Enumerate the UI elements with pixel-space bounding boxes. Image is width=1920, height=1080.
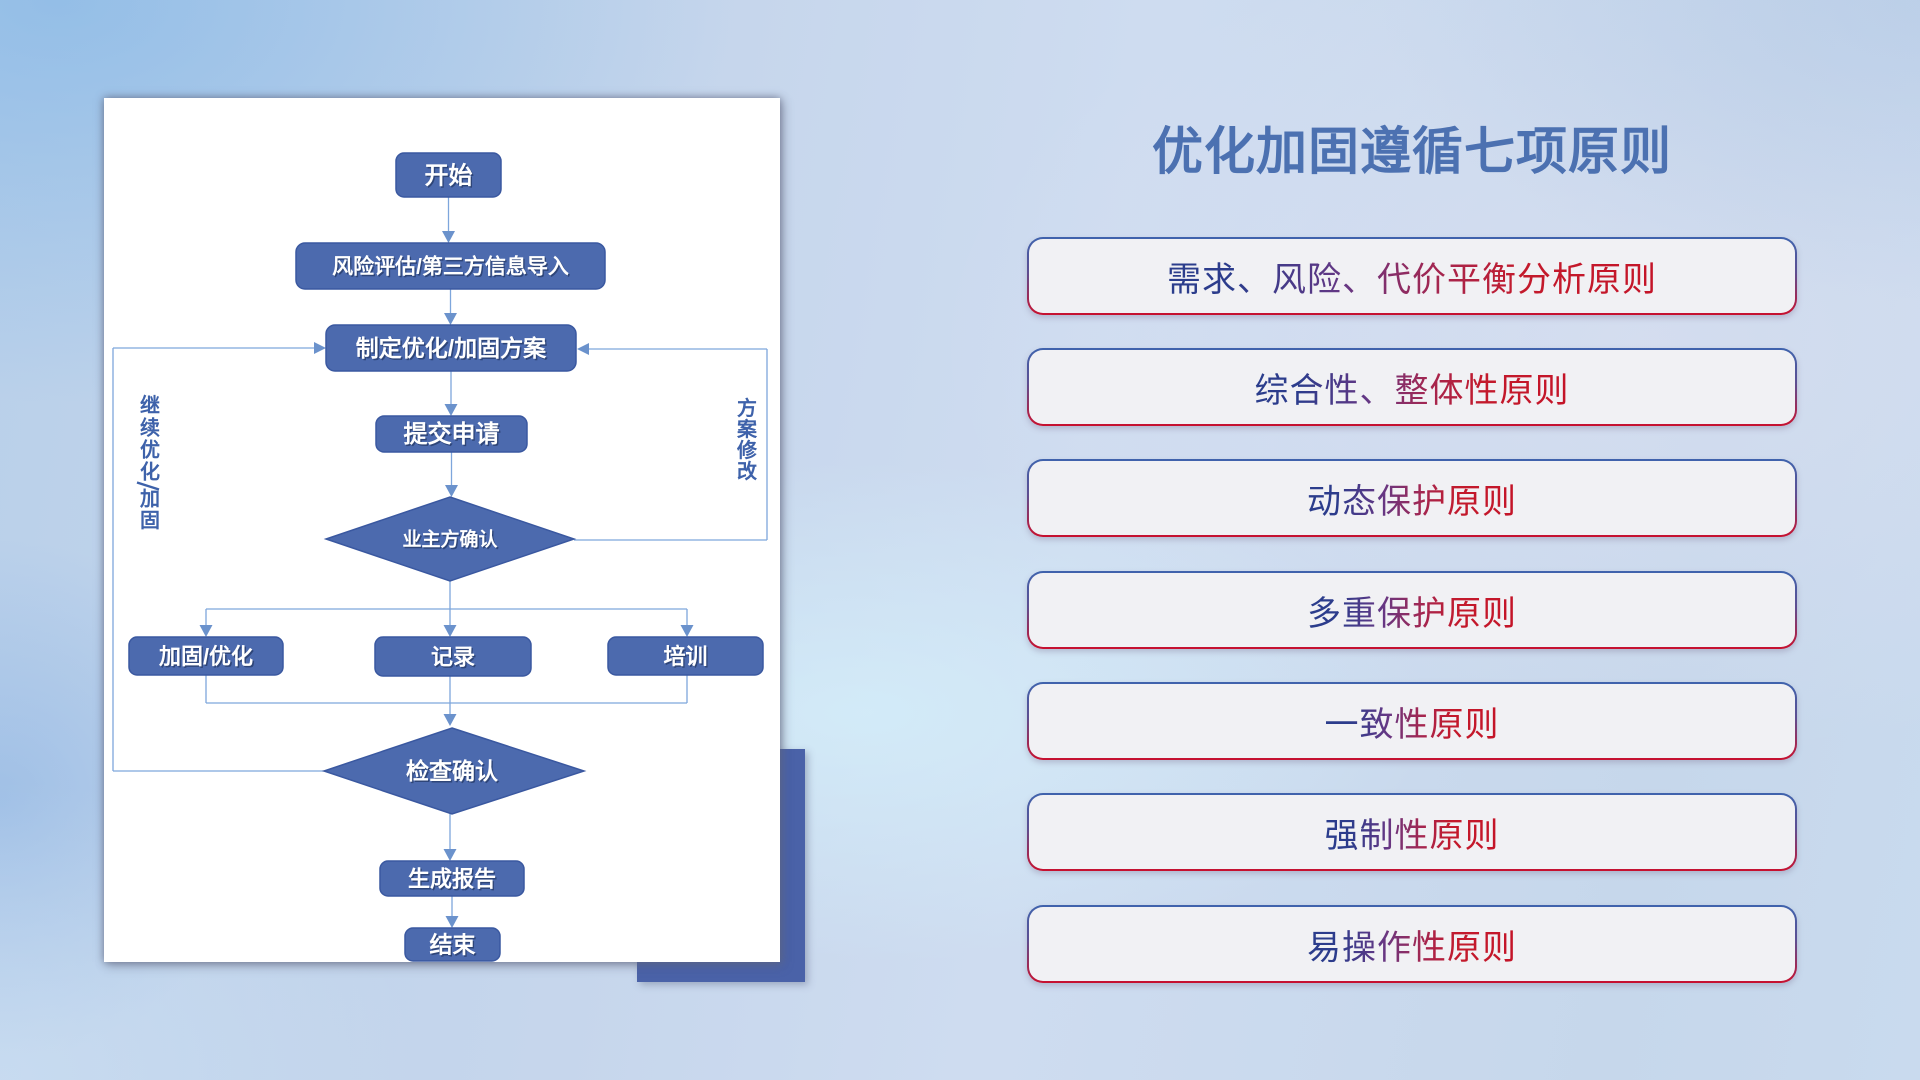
svg-text:加固/优化: 加固/优化 [158, 644, 253, 669]
svg-text:优: 优 [140, 438, 160, 462]
svg-text:业主方确认: 业主方确认 [404, 529, 499, 552]
svg-text:制定优化/加固方案: 制定优化/加固方案 [357, 337, 548, 363]
svg-text:生成报告: 生成报告 [408, 867, 496, 892]
svg-text:继: 继 [140, 393, 160, 417]
svg-text:固: 固 [140, 510, 160, 532]
svg-text:检查确认: 检查确认 [406, 758, 498, 784]
svg-text:业主方确认: 业主方确认 [402, 528, 497, 551]
svg-text:开始: 开始 [426, 164, 474, 191]
svg-text:培训: 培训 [663, 644, 707, 669]
svg-text:化: 化 [140, 460, 160, 484]
svg-text:风险评估/第三方信息导入: 风险评估/第三方信息导入 [332, 255, 569, 279]
svg-text:修: 修 [736, 438, 758, 462]
svg-text:检查确认: 检查确认 [407, 760, 499, 786]
svg-text:结束: 结束 [431, 933, 478, 959]
svg-text:方: 方 [737, 396, 757, 420]
svg-text:风险评估/第三方信息导入: 风险评估/第三方信息导入 [333, 256, 570, 280]
svg-text:提交申请: 提交申请 [404, 420, 500, 448]
svg-text:改: 改 [737, 459, 758, 483]
svg-text:提交申请: 提交申请 [405, 422, 501, 450]
svg-text:生成报告: 生成报告 [409, 868, 497, 893]
svg-text:记录: 记录 [432, 646, 476, 671]
svg-text:记录: 记录 [431, 645, 475, 670]
svg-text:开始: 开始 [425, 163, 473, 190]
svg-text:培训: 培训 [665, 646, 709, 671]
svg-text:续: 续 [140, 416, 160, 440]
svg-text:制定优化/加固方案: 制定优化/加固方案 [356, 335, 547, 361]
svg-text:加: 加 [139, 488, 160, 511]
svg-text:加固/优化: 加固/优化 [159, 646, 254, 671]
svg-text:案: 案 [736, 417, 758, 441]
svg-text:结束: 结束 [430, 932, 477, 958]
